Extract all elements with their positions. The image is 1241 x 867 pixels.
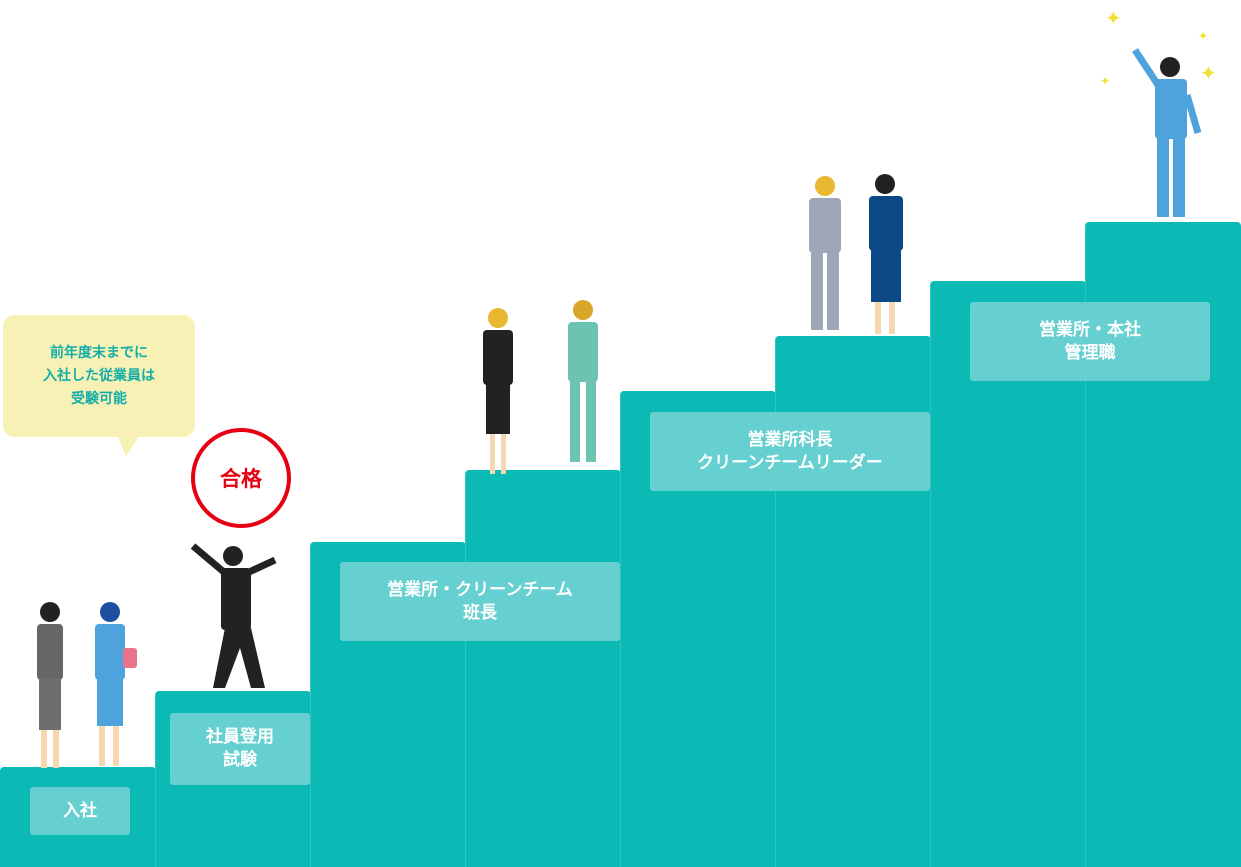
sparkle-icon: ✦ <box>1100 74 1110 88</box>
step-label-promotion-exam: 社員登用 試験 <box>170 713 310 785</box>
stair-step-4 <box>465 470 621 867</box>
eligibility-speech-bubble: 前年度末までに 入社した従業員は 受験可能 <box>3 315 195 457</box>
managers-handshake-illustration <box>809 174 903 334</box>
pass-badge: 合格 <box>191 428 291 528</box>
executive-with-sparkles-illustration: ✦ ✦ ✦ ✦ <box>1100 6 1217 217</box>
team-chiefs-illustration <box>483 300 598 474</box>
step-label-section-manager: 営業所科長 クリーンチームリーダー <box>650 412 930 491</box>
sparkle-icon: ✦ <box>1200 61 1217 85</box>
step-label-joining: 入社 <box>30 787 130 835</box>
sparkle-icon: ✦ <box>1198 29 1208 43</box>
jumping-man-illustration <box>190 543 277 688</box>
new-employees-illustration <box>37 602 137 768</box>
step-label-team-chief: 営業所・クリーンチーム 班長 <box>340 562 620 641</box>
sparkle-icon: ✦ <box>1105 6 1122 30</box>
step-label-management: 営業所・本社 管理職 <box>970 302 1210 381</box>
